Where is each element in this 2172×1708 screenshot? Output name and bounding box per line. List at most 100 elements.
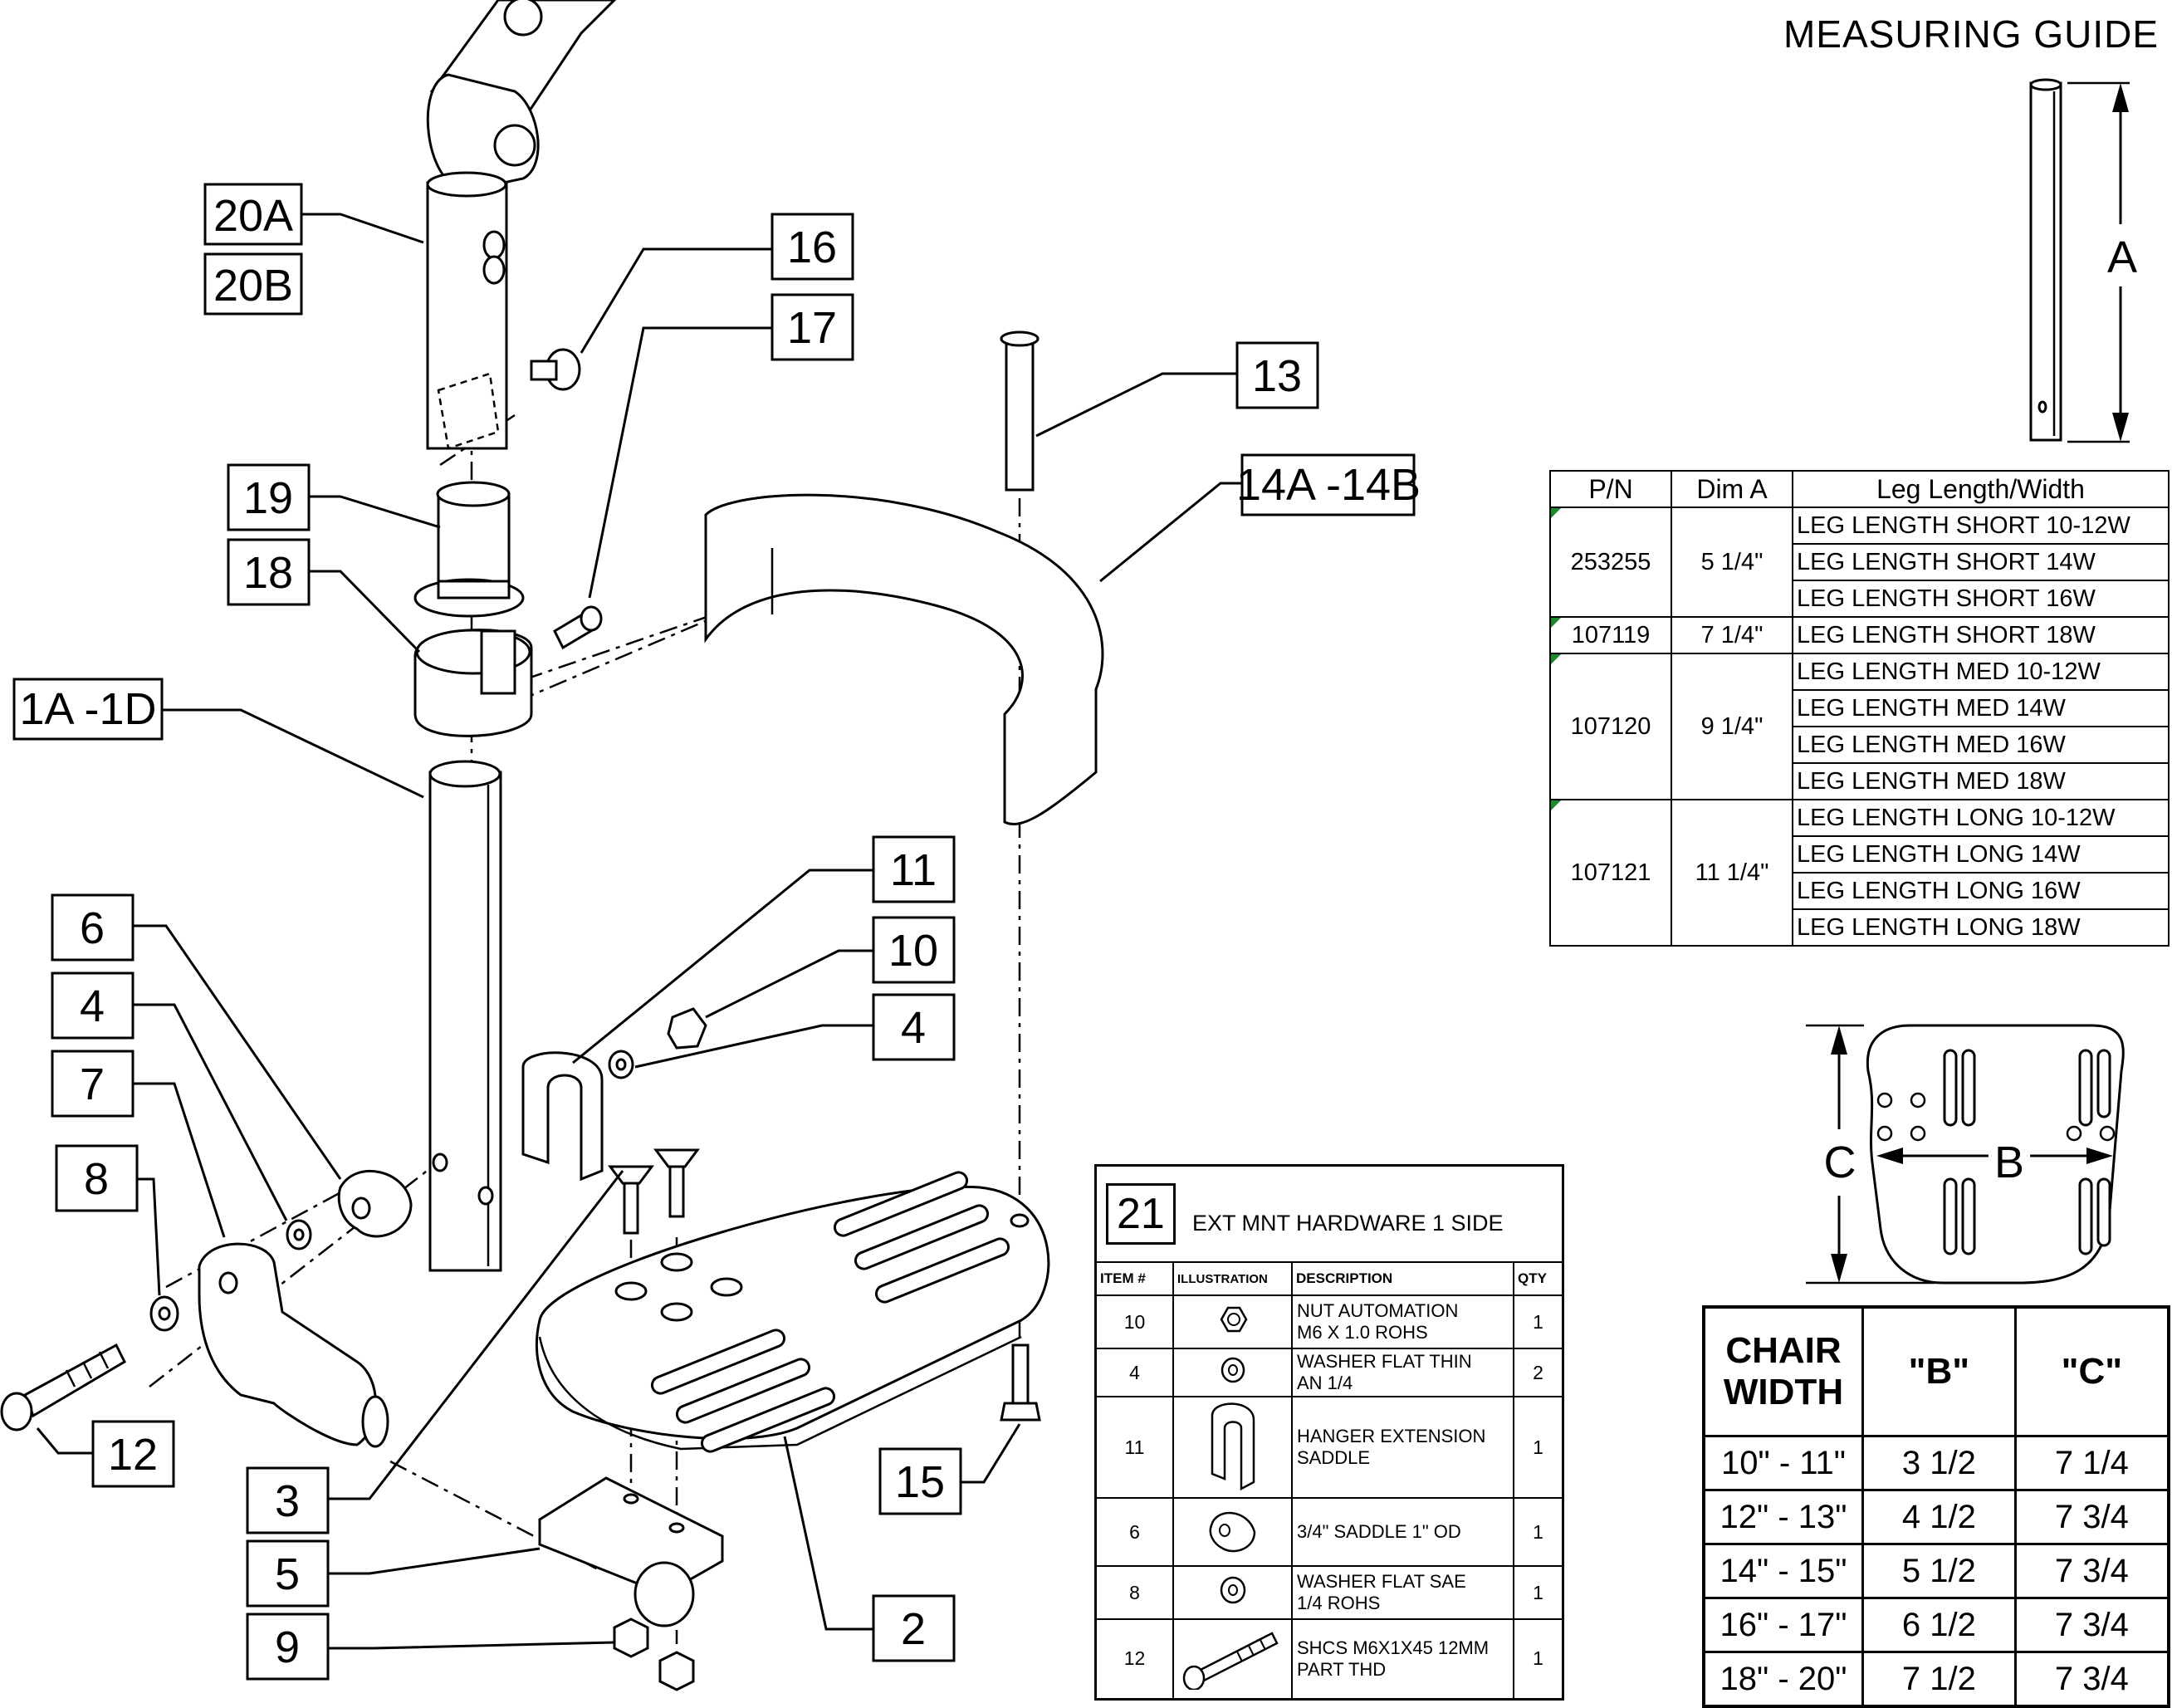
width-cell: 14" - 15" [1702,1543,1864,1599]
b-cell: 7 1/2 [1861,1651,2017,1708]
svg-text:13: 13 [1252,351,1302,401]
table-row: 107119 7 1/4" LEG LENGTH SHORT 18W [1549,616,2170,654]
qty-cell: 1 [1513,1565,1564,1620]
svg-text:5: 5 [275,1549,300,1599]
qty-cell: 1 [1513,1618,1564,1700]
footplate-2 [535,1171,1050,1453]
table-row: LEG LENGTH LONG 18W [1550,908,2170,947]
flat-screws-3 [608,1148,700,1235]
callout-6: 6 [51,893,135,962]
callout-4-left: 4 [51,971,135,1040]
b-cell: 5 1/2 [1861,1543,2017,1599]
c-cell: 7 3/4 [2013,1543,2170,1599]
qty-cell: 1 [1513,1396,1564,1499]
dim-c-label: C [1824,1138,1856,1187]
item-cell: 10 [1094,1294,1174,1349]
item-cell: 6 [1094,1497,1174,1567]
hardware-number: 21 [1106,1183,1176,1245]
chair-width-table: CHAIR WIDTH "B" "C" 10" - 11" 3 1/2 7 1/… [1702,1305,2170,1708]
pn-cell: 107120 [1549,653,1672,800]
table-row: 12 SHCS M6X1X45 12MM PART THD 1 [1094,1618,1564,1700]
width-cell: 16" - 17" [1702,1597,1864,1653]
dim-cell: 9 1/4" [1671,653,1793,800]
washer-4-left [286,1219,312,1250]
svg-text:4: 4 [901,1003,926,1053]
dim-cell: 7 1/4" [1671,616,1793,654]
pn-cell: 107119 [1549,616,1672,654]
table-row: 12" - 13" 4 1/2 7 3/4 [1702,1489,2170,1545]
table-row: 107120 9 1/4" LEG LENGTH MED 10-12W [1549,653,2170,800]
width-cell: 10" - 11" [1702,1435,1864,1491]
table-row: LEG LENGTH LONG 14W [1550,835,2170,874]
qty-cell: 1 [1513,1497,1564,1567]
c-cell: 7 1/4 [2013,1435,2170,1491]
saddle-icon [1209,1511,1255,1553]
callout-20b: 20B [203,252,303,316]
svg-text:10: 10 [888,926,938,976]
pn-cell: 107121 [1549,799,1672,947]
svg-text:14A -14B: 14A -14B [1236,460,1421,510]
table-row: 14" - 15" 5 1/2 7 3/4 [1702,1543,2170,1599]
footplate-slots [650,1171,1010,1453]
svg-text:11: 11 [890,845,937,895]
callout-2: 2 [872,1594,956,1662]
desc-cell: LEG LENGTH SHORT 10-12W [1792,507,2170,545]
dim-cell: 5 1/4" [1671,507,1793,618]
desc-cell: 3/4" SADDLE 1" OD [1291,1497,1514,1567]
washer-4-right [608,1050,634,1079]
desc-cell: LEG LENGTH LONG 16W [1792,872,2170,910]
hardware-header: ITEM # ILLUSTRATION DESCRIPTION QTY [1094,1261,1564,1296]
callout-7: 7 [51,1050,135,1118]
col-dim-a: Dim A [1671,470,1793,508]
table-row: LEG LENGTH SHORT 14W [1550,543,2170,581]
calf-strap-14 [704,493,1104,825]
pivot-pin-13 [1000,330,1040,492]
svg-text:3: 3 [275,1476,300,1526]
footplate-top-view: C B [1806,1024,2125,1285]
dim-b-label: B [1994,1138,2024,1187]
c-cell: 7 3/4 [2013,1489,2170,1545]
washer-icon [1220,1576,1245,1604]
saddle-hanger-icon [1211,1402,1255,1491]
qty-cell: 1 [1513,1294,1564,1349]
svg-text:15: 15 [895,1457,945,1507]
table-row: 11 HANGER EXTENSION SADDLE 1 [1094,1396,1564,1499]
table-row: LEG LENGTH MED 14W [1550,689,2170,727]
c-cell: 7 3/4 [2013,1597,2170,1653]
table-row: 6 3/4" SADDLE 1" OD 1 [1094,1497,1564,1567]
table-row: 16" - 17" 6 1/2 7 3/4 [1702,1597,2170,1653]
svg-text:1A -1D: 1A -1D [19,684,156,734]
chair-width-header: CHAIR WIDTH "B" "C" [1702,1305,2170,1437]
svg-text:7: 7 [80,1060,105,1109]
table-row: 253255 5 1/4" LEG LENGTH SHORT 10-12W [1549,507,2170,618]
desc-cell: SHCS M6X1X45 12MM PART THD [1291,1618,1514,1700]
width-cell: 12" - 13" [1702,1489,1864,1545]
callout-11: 11 [872,835,956,903]
table-row: 8 WASHER FLAT SAE 1/4 ROHS 1 [1094,1565,1564,1620]
leg-tube-1 [428,760,502,1272]
desc-cell: LEG LENGTH LONG 14W [1792,835,2170,874]
desc-cell: NUT AUTOMATION M6 X 1.0 ROHS [1291,1294,1514,1349]
mount-bracket-7 [198,1242,389,1448]
qty-cell: 2 [1513,1348,1564,1397]
desc-cell: LEG LENGTH MED 10-12W [1792,653,2170,691]
callout-14: 14A -14B [1236,453,1421,516]
hardware-table: 21 EXT MNT HARDWARE 1 SIDE ITEM # ILLUST… [1094,1164,1564,1701]
table-row: 10" - 11" 3 1/2 7 1/4 [1702,1435,2170,1491]
item-cell: 4 [1094,1348,1174,1397]
svg-text:18: 18 [243,548,293,598]
nut-icon [1220,1306,1247,1333]
b-cell: 6 1/2 [1861,1597,2017,1653]
col-chair-width: CHAIR WIDTH [1702,1305,1864,1437]
bolt-15 [1000,1343,1041,1422]
callout-16: 16 [770,213,854,281]
pn-cell: 253255 [1549,507,1672,618]
callout-12: 12 [91,1420,175,1488]
desc-cell: LEG LENGTH LONG 18W [1792,908,2170,947]
set-screw-16 [530,348,581,391]
washer-8 [149,1295,179,1332]
svg-text:20A: 20A [213,191,293,241]
b-cell: 3 1/2 [1861,1435,2017,1491]
nut-10 [667,1007,707,1050]
